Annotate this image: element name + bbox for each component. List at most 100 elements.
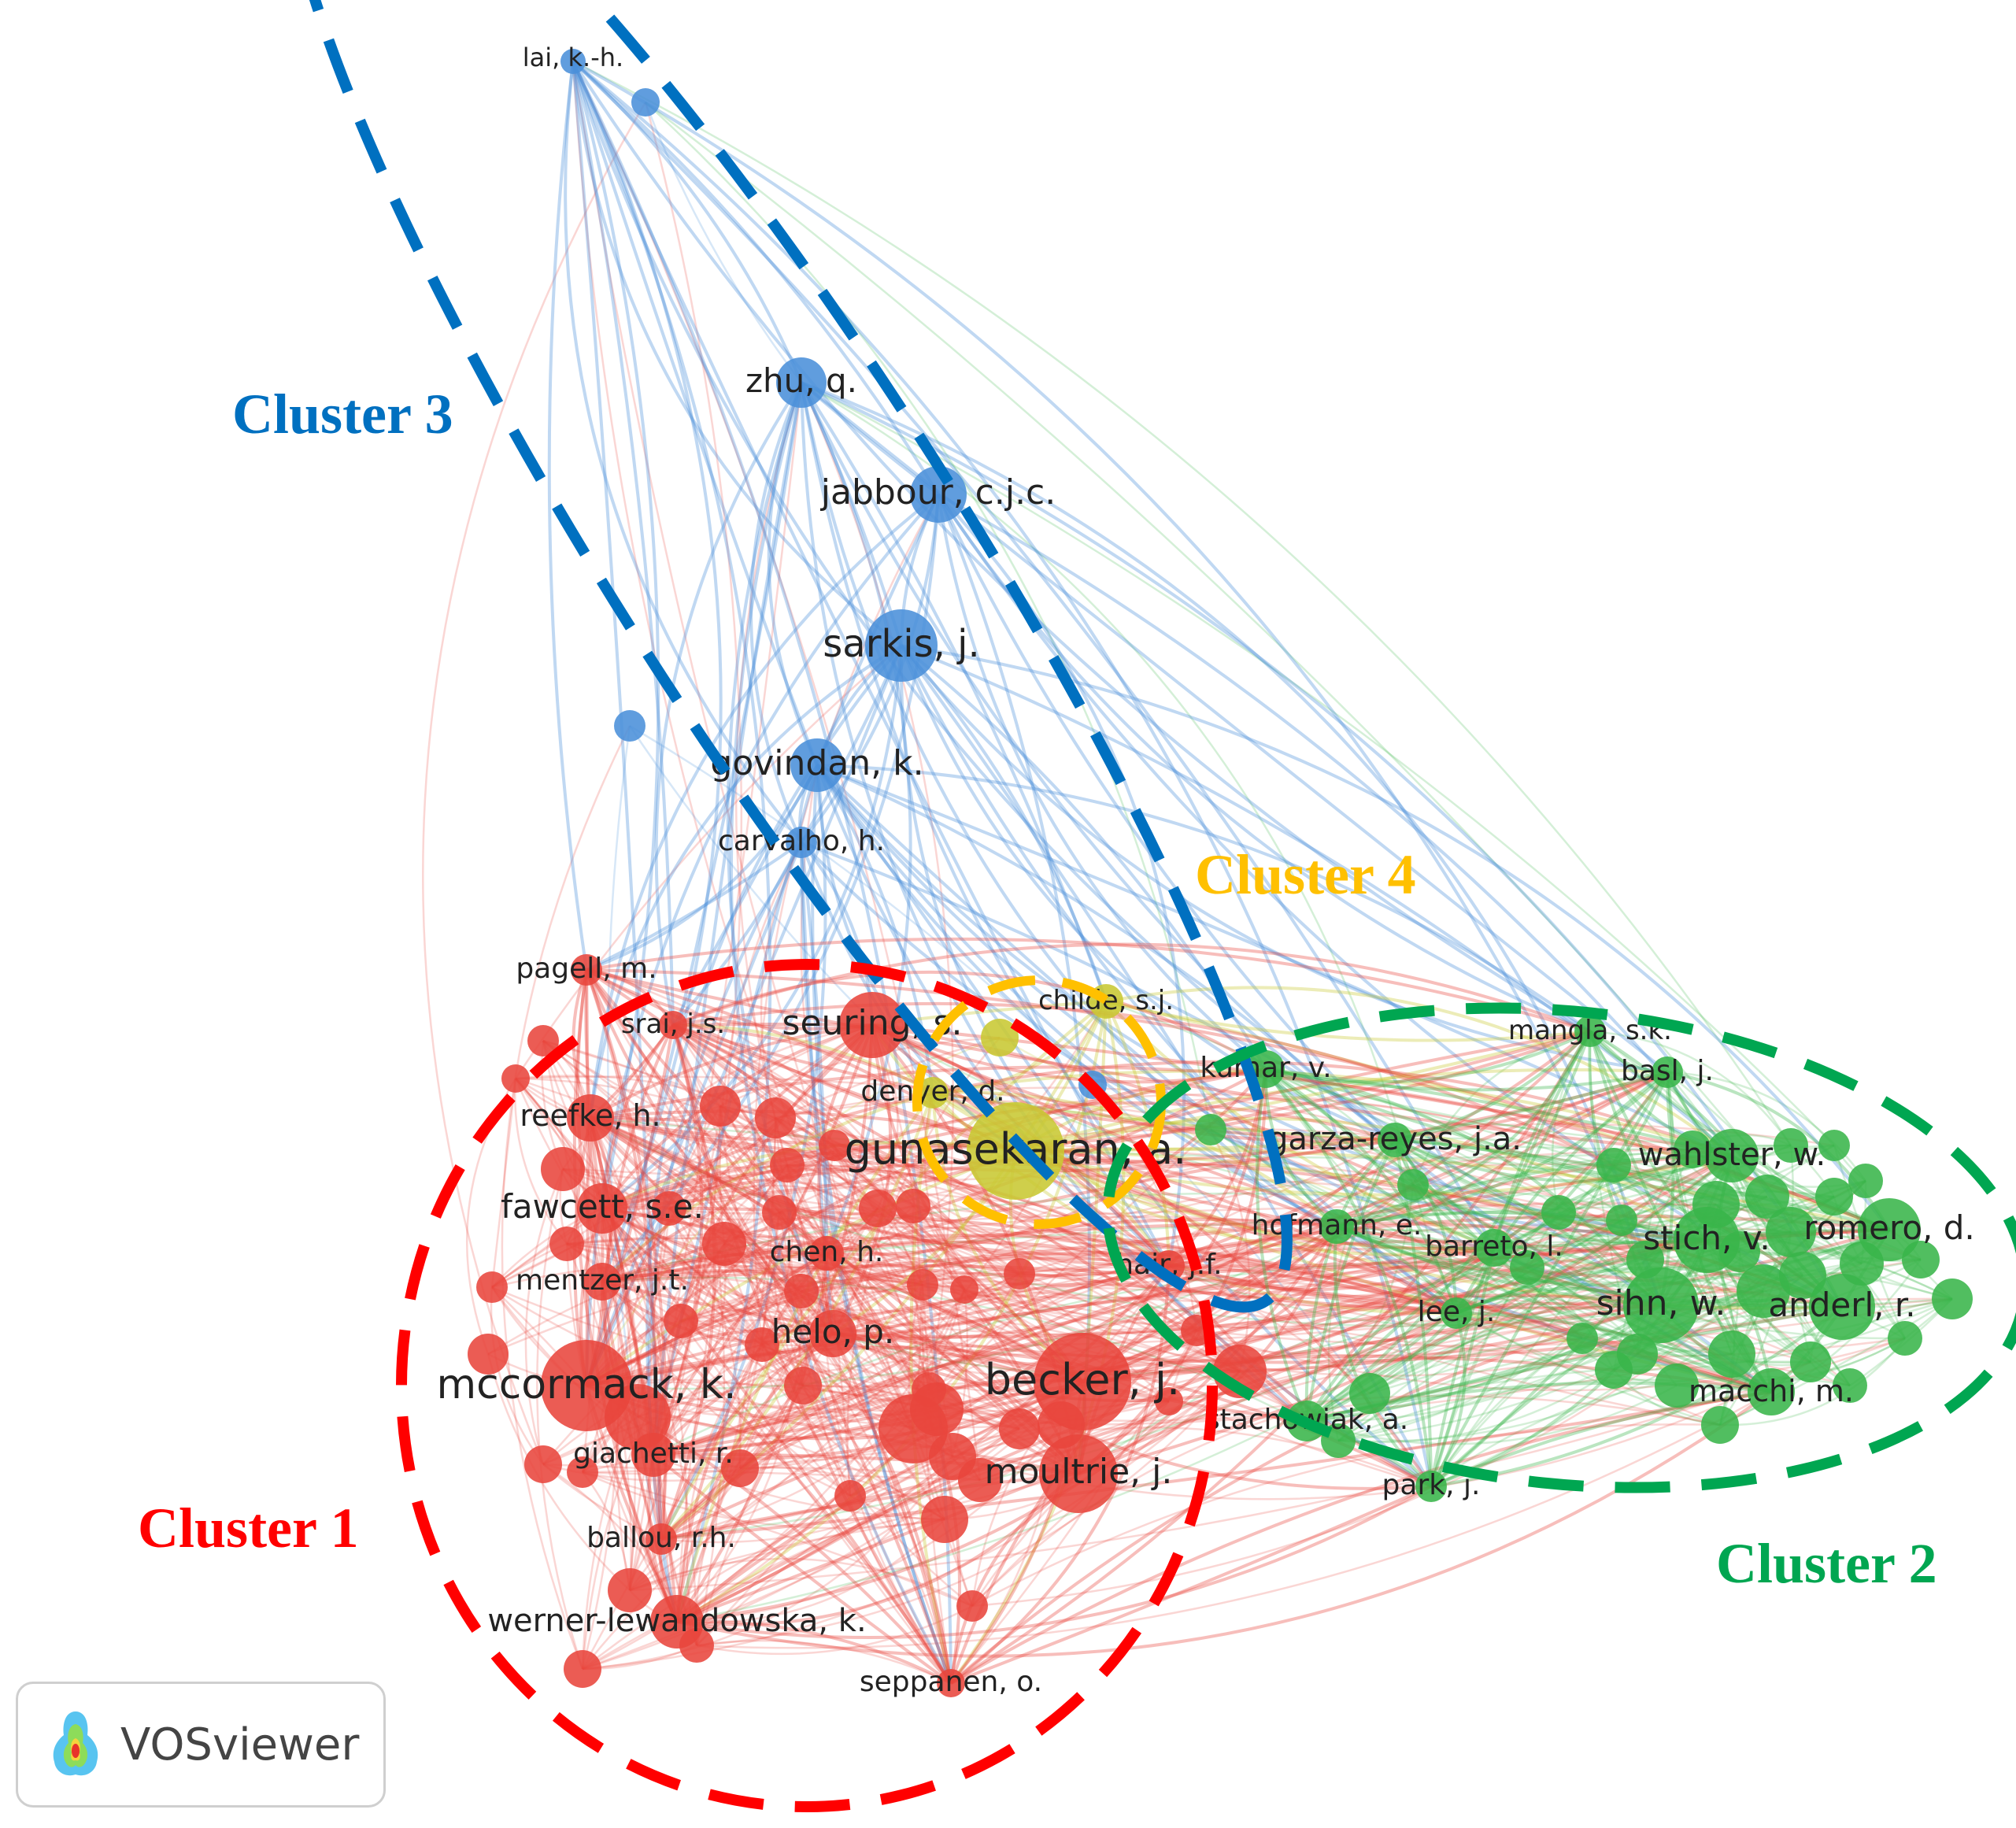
- author-node-unlabeled[interactable]: [770, 1148, 805, 1182]
- author-node-unlabeled[interactable]: [1848, 1164, 1883, 1198]
- author-node-unlabeled[interactable]: [896, 1189, 930, 1223]
- author-node[interactable]: [776, 357, 827, 408]
- author-node-unlabeled[interactable]: [755, 1097, 796, 1138]
- author-node-unlabeled[interactable]: [524, 1445, 562, 1483]
- author-node-unlabeled[interactable]: [1815, 1178, 1853, 1216]
- author-node-unlabeled[interactable]: [912, 1372, 946, 1407]
- author-node-unlabeled[interactable]: [501, 1064, 530, 1093]
- author-node-unlabeled[interactable]: [1617, 1334, 1658, 1375]
- author-node[interactable]: [937, 1669, 965, 1697]
- author-node-unlabeled[interactable]: [1606, 1204, 1637, 1236]
- author-node-unlabeled[interactable]: [1674, 1130, 1711, 1168]
- author-node[interactable]: [645, 1523, 677, 1555]
- author-node[interactable]: [1475, 1229, 1513, 1267]
- author-node-unlabeled[interactable]: [700, 1086, 741, 1127]
- author-node[interactable]: [1674, 1207, 1740, 1273]
- author-node[interactable]: [839, 992, 905, 1058]
- author-node-unlabeled[interactable]: [702, 1222, 746, 1266]
- author-node-unlabeled[interactable]: [999, 1408, 1040, 1449]
- author-node-unlabeled[interactable]: [541, 1147, 585, 1191]
- author-node[interactable]: [1574, 1016, 1606, 1047]
- author-node[interactable]: [1441, 1297, 1472, 1329]
- author-node[interactable]: [1858, 1198, 1921, 1261]
- link-edge: [1394, 1123, 1615, 1167]
- author-node-unlabeled[interactable]: [1833, 1368, 1867, 1403]
- author-node[interactable]: [541, 1340, 632, 1431]
- author-node-unlabeled[interactable]: [745, 1327, 779, 1362]
- author-node-unlabeled[interactable]: [1774, 1128, 1808, 1163]
- author-node-unlabeled[interactable]: [1195, 1114, 1226, 1145]
- author-node-unlabeled[interactable]: [929, 1433, 976, 1480]
- author-node-unlabeled[interactable]: [1766, 1207, 1816, 1257]
- author-node-unlabeled[interactable]: [1708, 1330, 1755, 1378]
- author-node-unlabeled[interactable]: [907, 1269, 938, 1301]
- author-node-unlabeled[interactable]: [1397, 1169, 1429, 1201]
- author-node[interactable]: [865, 609, 938, 682]
- author-node[interactable]: [910, 466, 967, 523]
- author-node[interactable]: [1623, 1267, 1699, 1343]
- author-node[interactable]: [1415, 1471, 1447, 1502]
- author-node[interactable]: [1034, 1333, 1131, 1430]
- author-node[interactable]: [583, 1263, 621, 1301]
- author-node-unlabeled[interactable]: [567, 1456, 598, 1488]
- author-node-unlabeled[interactable]: [1932, 1278, 1973, 1319]
- author-node-unlabeled[interactable]: [549, 1227, 584, 1261]
- author-node[interactable]: [809, 1236, 844, 1271]
- author-node-unlabeled[interactable]: [784, 1274, 819, 1308]
- author-node[interactable]: [1705, 1129, 1759, 1182]
- author-node-unlabeled[interactable]: [784, 1367, 822, 1404]
- author-node[interactable]: [1039, 1434, 1118, 1513]
- author-node[interactable]: [1652, 1056, 1683, 1088]
- author-node-unlabeled[interactable]: [564, 1650, 601, 1688]
- author-node-unlabeled[interactable]: [879, 1394, 948, 1464]
- author-node[interactable]: [1748, 1368, 1795, 1415]
- author-node-unlabeled[interactable]: [608, 1568, 652, 1612]
- author-node[interactable]: [567, 1094, 614, 1142]
- author-node-unlabeled[interactable]: [1349, 1373, 1390, 1414]
- author-node-unlabeled[interactable]: [1701, 1406, 1739, 1444]
- author-node[interactable]: [659, 1011, 687, 1039]
- author-node-unlabeled[interactable]: [1790, 1341, 1831, 1382]
- author-node-unlabeled[interactable]: [652, 1191, 686, 1226]
- author-node-unlabeled[interactable]: [981, 1019, 1019, 1056]
- author-node-unlabeled[interactable]: [1655, 1364, 1699, 1408]
- author-node-unlabeled[interactable]: [468, 1334, 509, 1375]
- author-node-unlabeled[interactable]: [1818, 1130, 1850, 1161]
- author-node-unlabeled[interactable]: [721, 1449, 759, 1487]
- author-node-unlabeled[interactable]: [1541, 1195, 1576, 1230]
- author-node-unlabeled[interactable]: [950, 1275, 978, 1304]
- author-node-unlabeled[interactable]: [762, 1195, 797, 1230]
- author-node-unlabeled[interactable]: [1888, 1321, 1922, 1356]
- author-node-unlabeled[interactable]: [819, 1130, 850, 1161]
- author-node-unlabeled[interactable]: [834, 1480, 866, 1512]
- author-node-unlabeled[interactable]: [1155, 1387, 1183, 1415]
- author-node-unlabeled[interactable]: [1745, 1175, 1789, 1219]
- author-node[interactable]: [1809, 1274, 1875, 1340]
- author-node[interactable]: [631, 1433, 675, 1477]
- author-node[interactable]: [786, 827, 817, 858]
- author-node-unlabeled[interactable]: [956, 1590, 988, 1622]
- author-node-unlabeled[interactable]: [1510, 1250, 1544, 1285]
- author-node[interactable]: [560, 49, 586, 74]
- author-node-unlabeled[interactable]: [527, 1025, 559, 1056]
- author-node[interactable]: [917, 1077, 949, 1108]
- author-node-unlabeled[interactable]: [631, 88, 660, 117]
- author-node[interactable]: [967, 1102, 1064, 1200]
- author-node[interactable]: [571, 954, 602, 986]
- author-node[interactable]: [809, 1310, 856, 1357]
- author-node-unlabeled[interactable]: [921, 1496, 968, 1543]
- author-node[interactable]: [790, 738, 844, 792]
- author-node[interactable]: [650, 1595, 704, 1649]
- author-node-unlabeled[interactable]: [614, 710, 645, 742]
- author-node-unlabeled[interactable]: [859, 1190, 897, 1227]
- author-node[interactable]: [1319, 1209, 1354, 1244]
- author-node-unlabeled[interactable]: [1567, 1323, 1598, 1354]
- author-node-unlabeled[interactable]: [476, 1271, 508, 1303]
- author-node-unlabeled[interactable]: [1004, 1258, 1035, 1290]
- author-node-unlabeled[interactable]: [1737, 1264, 1790, 1318]
- author-node-unlabeled[interactable]: [1596, 1148, 1631, 1182]
- author-node[interactable]: [1378, 1123, 1412, 1157]
- author-node-unlabeled[interactable]: [664, 1304, 698, 1338]
- author-node[interactable]: [577, 1183, 627, 1234]
- author-node-unlabeled[interactable]: [1779, 1252, 1826, 1299]
